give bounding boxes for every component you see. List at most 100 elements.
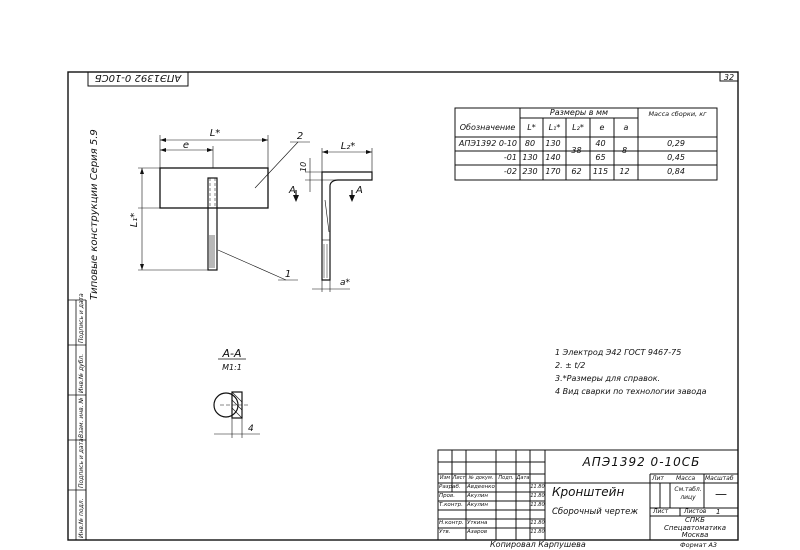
org-line: Спецавтоматика: [663, 523, 727, 532]
rotated-stamp: АПЭ1392 0-10СБ: [95, 72, 183, 83]
title-role: Т.контр.: [439, 502, 463, 508]
title-header-cell: № докум.: [468, 475, 494, 481]
spec-cell-a: 8: [621, 146, 628, 155]
title-role-date: 11.80: [530, 520, 545, 526]
spec-cell-mass: 0,84: [667, 167, 685, 176]
spec-cell-designation: -02: [503, 167, 517, 176]
spec-cell-L: 230: [522, 167, 538, 176]
dim-a: a*: [340, 278, 351, 288]
note-item: 2. ± t/2: [555, 361, 586, 370]
side-series-text: Типовые конструкции Серия 5.9: [89, 129, 100, 300]
title-role: Разраб.: [439, 484, 461, 490]
title-role-name: Акулин: [467, 502, 489, 508]
side-view: [321, 171, 373, 281]
left-col-label: Взам. инв. №: [78, 397, 85, 438]
title-mass-value: См.табл.: [674, 486, 702, 493]
title-scale-value: —: [715, 487, 727, 501]
spec-cell-L1: 140: [545, 153, 561, 162]
title-header-cell: Лист: [452, 475, 466, 481]
spec-cell-L2: 38: [571, 146, 582, 155]
title-role-date: 11.80: [530, 484, 545, 490]
title-role: Утв.: [439, 529, 451, 535]
left-col-label: Инв.№ подл.: [78, 498, 85, 538]
left-col-label: Подпись и дата: [78, 293, 85, 343]
format-label: Формат А3: [680, 541, 718, 549]
spec-col-a: a: [623, 123, 629, 132]
title-role-date: 11.80: [530, 529, 545, 535]
spec-cell-designation: -01: [503, 153, 517, 162]
title-doc-code: АПЭ1392 0-10СБ: [582, 455, 701, 469]
rod-view: [207, 177, 218, 271]
page-number: 32: [724, 73, 734, 82]
spec-cell-e: 115: [592, 167, 609, 176]
page-number-box: [719, 71, 739, 82]
section-dim: 4: [248, 424, 254, 434]
spec-cell-mass: 0,45: [667, 153, 685, 162]
section-arrow-right: А: [355, 185, 363, 196]
title-role-date: 11.80: [530, 493, 545, 499]
spec-cell-e: 65: [595, 153, 606, 162]
rotated-stamp-box: [87, 71, 189, 87]
dim-L1: L₁*: [129, 213, 140, 228]
title-lit-label: Лит: [652, 475, 664, 482]
section-title: А-А: [221, 347, 241, 360]
spec-cell-e: 40: [595, 139, 606, 148]
section-scale: М1:1: [222, 363, 242, 372]
spec-cell-L: 130: [522, 153, 538, 162]
spec-cell-a: 12: [619, 167, 630, 176]
callout-1: 1: [285, 269, 291, 280]
title-sheet-label: Лист: [653, 508, 669, 515]
spec-col-designation: Обозначение: [459, 123, 516, 132]
title-role-name: Авдеенко: [467, 484, 495, 490]
title-role-name: Азаров: [467, 529, 488, 535]
copied-by: Копировал Карпушева: [490, 540, 586, 549]
title-role-name: Акулин: [467, 493, 489, 499]
spec-cell-L: 80: [524, 139, 536, 148]
spec-col-L2: L₂*: [572, 123, 584, 132]
title-item-name: Кронштейн: [552, 485, 625, 499]
spec-cell-L2: 62: [571, 167, 582, 176]
title-org: СПКБ Спецавтоматика Москва: [652, 516, 738, 540]
title-doc-type: Сборочный чертеж: [552, 507, 638, 517]
dim-L2: L₂*: [341, 141, 356, 152]
note-item: 4 Вид сварки по технологии завода: [555, 387, 707, 396]
title-sheets-label: Листов: [684, 508, 707, 515]
title-header-cell: Дата: [516, 475, 530, 481]
plate-view: [159, 167, 269, 209]
spec-cell-designation: АПЭ1392 0-10: [458, 139, 517, 148]
spec-col-L: L*: [527, 123, 536, 132]
spec-header-group: Размеры в мм: [549, 108, 609, 117]
section-arrow-left: А: [288, 185, 296, 196]
sheet-frame: [67, 71, 739, 541]
title-sheets-value: 1: [716, 508, 721, 516]
spec-col-e: e: [599, 123, 605, 132]
title-mass-label: Масса: [676, 475, 696, 482]
note-item: 1 Электрод Э42 ГОСТ 9467-75: [555, 348, 682, 357]
note-item: 3.*Размеры для справок.: [555, 374, 661, 383]
title-role-name: Уткина: [467, 520, 488, 526]
title-role: Пров.: [439, 493, 455, 499]
org-line: СПКБ: [685, 516, 705, 524]
dim-L: L*: [210, 128, 221, 139]
left-col-label: Инв.№ дубл.: [78, 354, 85, 393]
spec-cell-mass: 0,29: [667, 139, 685, 148]
title-role-date: 11.80: [530, 502, 545, 508]
spec-col-mass: Масса сборки, кг: [648, 110, 707, 118]
org-line: Москва: [681, 531, 709, 539]
spec-col-L1: L₁*: [548, 123, 561, 132]
left-col-label: Подпись и дата: [78, 438, 85, 488]
callout-2: 2: [297, 131, 303, 142]
spec-cell-L1: 170: [545, 167, 561, 176]
spec-cell-L1: 130: [545, 139, 561, 148]
title-scale-label: Масштаб: [705, 475, 734, 482]
title-header-cell: Изм: [439, 475, 451, 481]
title-mass-value-2: лицу: [680, 494, 696, 501]
title-header-cell: Подп.: [498, 475, 514, 481]
dim-10: 10: [299, 162, 308, 172]
title-role: Н.контр.: [439, 520, 464, 526]
notes-block: 1 Электрод Э42 ГОСТ 9467-75 2. ± t/2 3.*…: [555, 346, 735, 398]
spec-table-grid: [454, 107, 718, 181]
dim-e: e: [183, 140, 189, 151]
